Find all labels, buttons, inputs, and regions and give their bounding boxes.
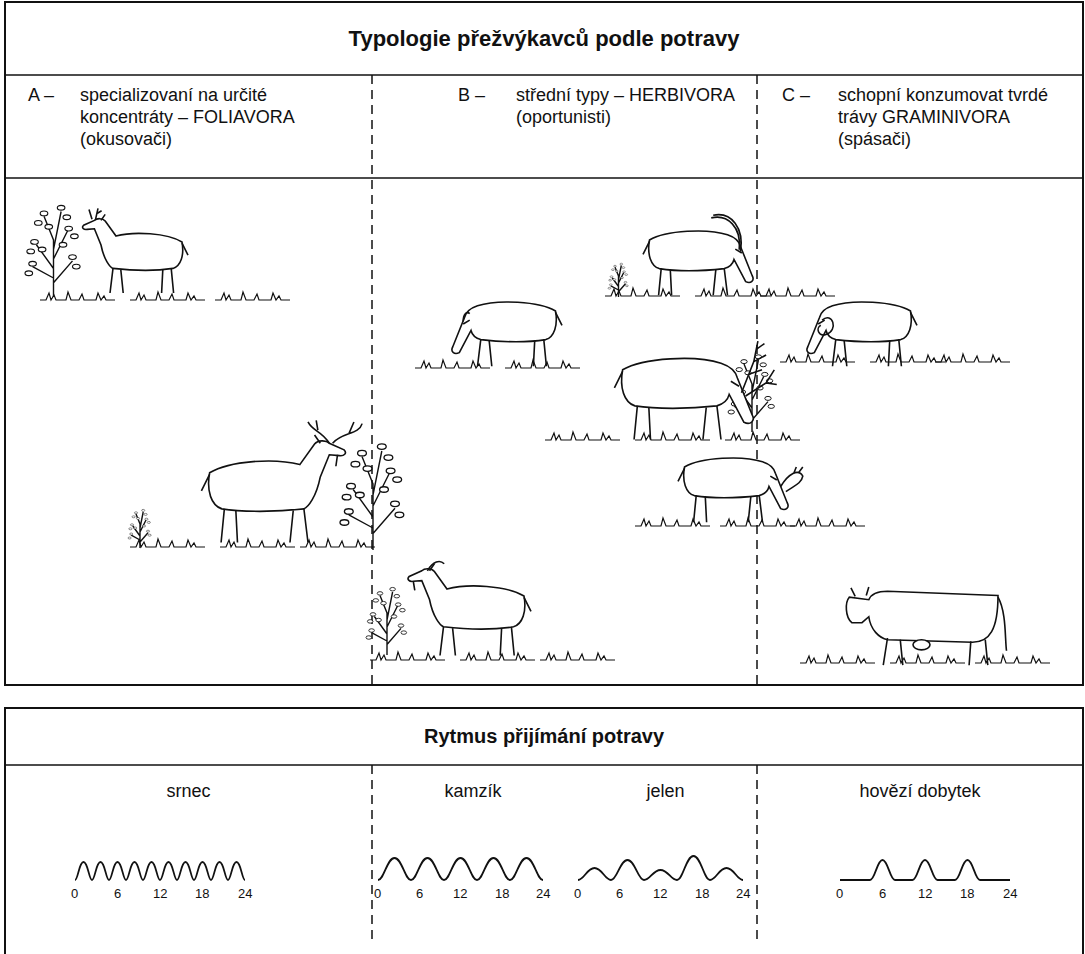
animal-name: hovězí dobytek bbox=[859, 781, 980, 802]
axis-hour: 6 bbox=[615, 886, 624, 901]
heading: Typologie přežvýkavců podle potravy bbox=[349, 26, 740, 52]
rhythm-curves bbox=[75, 856, 1010, 880]
title-band: Typologie přežvýkavců podle potravy bbox=[5, 2, 1083, 75]
column-description: specializovaní na určité koncentráty – F… bbox=[80, 84, 358, 176]
column-label-cell: hovězí dobytek bbox=[757, 776, 1083, 806]
frame bbox=[5, 2, 1083, 954]
axis-hour: 24 bbox=[1002, 886, 1018, 901]
animal-name: jelen bbox=[646, 781, 684, 802]
axis-hour: 0 bbox=[70, 886, 79, 901]
axis-hour: 12 bbox=[152, 886, 168, 901]
column-label-cell: srnec bbox=[5, 776, 372, 806]
heading: Rytmus přijímání potravy bbox=[424, 725, 664, 748]
animal-name: kamzík bbox=[444, 781, 501, 802]
column-header: B –střední typy – HERBIVORA (oportunisti… bbox=[458, 84, 748, 176]
axis-hour: 18 bbox=[194, 886, 210, 901]
column-label-cell: kamzík jelen bbox=[372, 776, 757, 806]
column-header: C –schopní konzumovat tvrdé trávy GRAMIN… bbox=[782, 84, 1078, 176]
column-letter: B – bbox=[458, 84, 516, 176]
bushes bbox=[25, 205, 774, 655]
column-description: střední typy – HERBIVORA (oportunisti) bbox=[516, 84, 748, 176]
column-letter: C – bbox=[782, 84, 838, 176]
axis-hour: 6 bbox=[113, 886, 122, 901]
title-band: Rytmus přijímání potravy bbox=[5, 708, 1083, 765]
axis-hour: 6 bbox=[878, 886, 887, 901]
animals bbox=[83, 208, 1007, 665]
axis-hour: 18 bbox=[694, 886, 710, 901]
axis-hour: 24 bbox=[237, 886, 253, 901]
axis-hour: 24 bbox=[735, 886, 751, 901]
axis-hour: 12 bbox=[652, 886, 668, 901]
column-letter: A – bbox=[28, 84, 80, 176]
axis-hour: 18 bbox=[494, 886, 510, 901]
axis-hour: 24 bbox=[535, 886, 551, 901]
axis-hour: 0 bbox=[573, 886, 582, 901]
axis-hour: 18 bbox=[959, 886, 975, 901]
animal-name: srnec bbox=[166, 781, 210, 802]
column-description: schopní konzumovat tvrdé trávy GRAMINIVO… bbox=[838, 84, 1078, 176]
column-header: A –specializovaní na určité koncentráty … bbox=[28, 84, 358, 176]
axis-hour: 0 bbox=[835, 886, 844, 901]
axis-hour: 12 bbox=[452, 886, 468, 901]
axis-hour: 6 bbox=[415, 886, 424, 901]
axis-hour: 12 bbox=[917, 886, 933, 901]
axis-hour: 0 bbox=[373, 886, 382, 901]
